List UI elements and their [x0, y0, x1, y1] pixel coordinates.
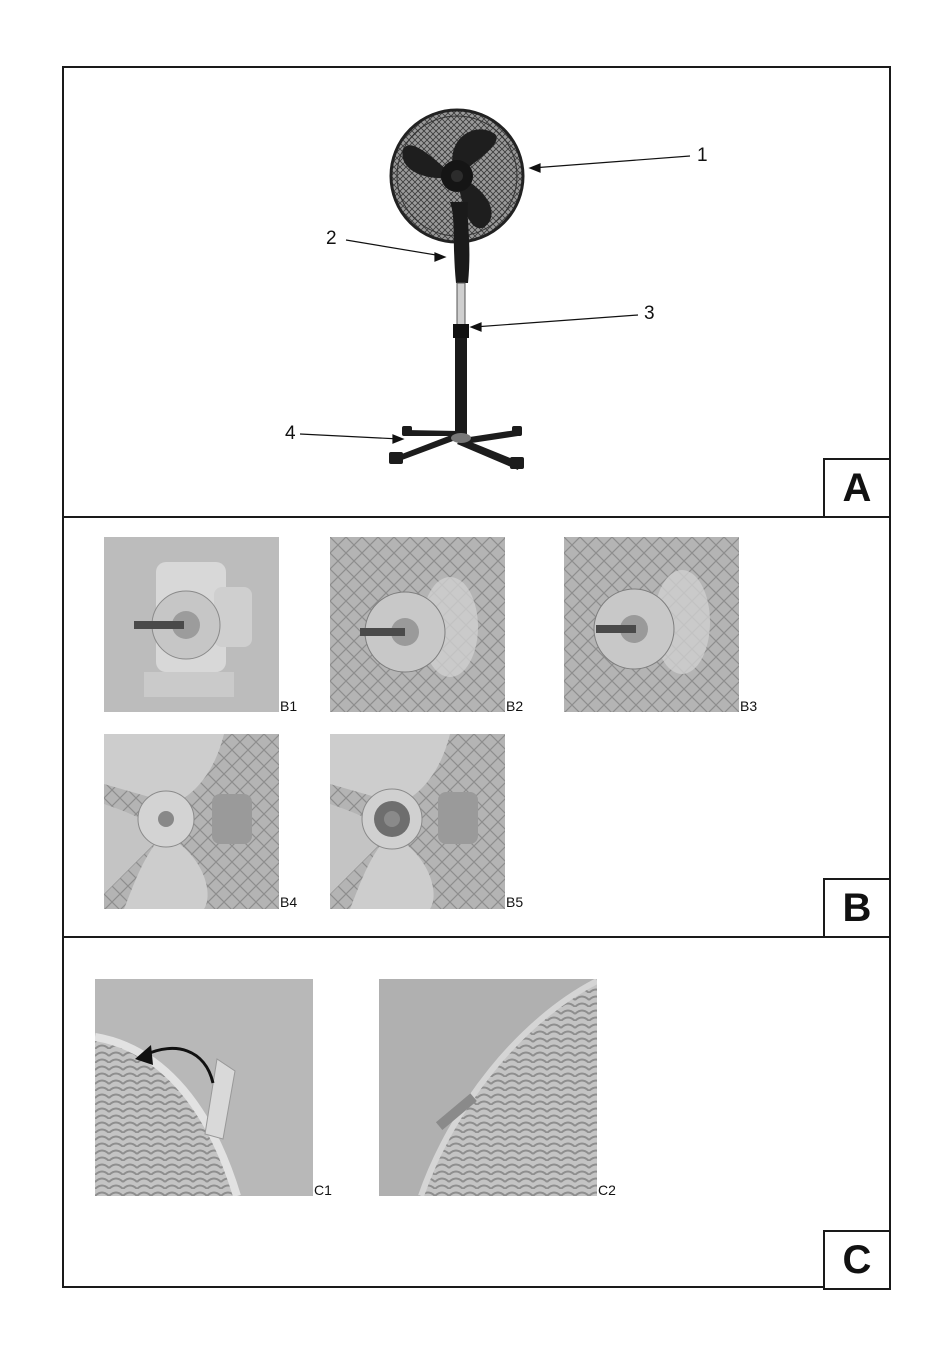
photo-caption: B4	[280, 894, 297, 910]
photo-b3	[564, 537, 739, 712]
callout-label: 2	[326, 228, 337, 250]
photo-c2	[379, 979, 597, 1196]
callout-label: 1	[697, 145, 708, 167]
cross-base	[389, 426, 524, 470]
photo-b4	[104, 734, 279, 909]
callout-label: 3	[644, 303, 655, 325]
photo-caption: B3	[740, 698, 757, 714]
stand-fan-illustration	[64, 68, 893, 518]
photo-caption: B5	[506, 894, 523, 910]
photo-caption: B1	[280, 698, 297, 714]
section-tag: A	[823, 458, 891, 518]
photo-caption: C2	[598, 1182, 616, 1198]
photo-c1	[95, 979, 313, 1196]
section-c: C1 C2 C	[64, 938, 889, 1288]
section-b: B1 B2	[64, 518, 889, 938]
photo-b2	[330, 537, 505, 712]
section-tag: B	[823, 878, 891, 938]
callout-label: 4	[285, 423, 296, 445]
section-a: 1 2 3 4 A	[64, 68, 889, 518]
section-tag: C	[823, 1230, 891, 1290]
photo-caption: C1	[314, 1182, 332, 1198]
photo-b5	[330, 734, 505, 909]
photo-b1	[104, 537, 279, 712]
photo-caption: B2	[506, 698, 523, 714]
figure-frame: 1 2 3 4 A B1	[62, 66, 891, 1288]
